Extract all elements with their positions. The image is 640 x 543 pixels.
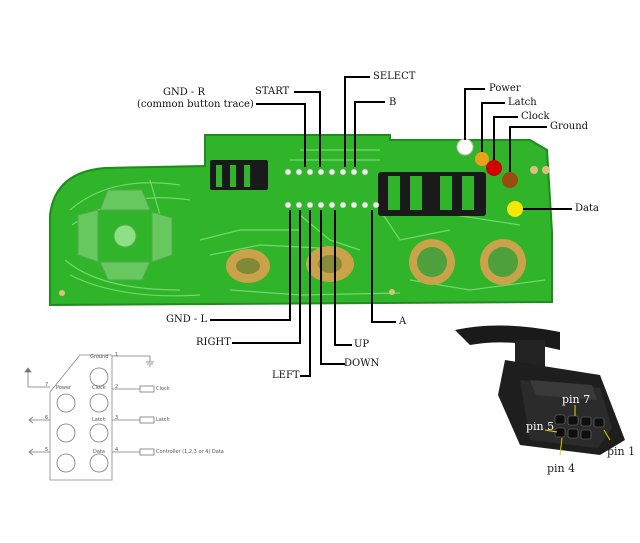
schem-ground-label: Ground <box>90 354 109 360</box>
power-wire-dot <box>456 138 474 156</box>
right-label: RIGHT <box>196 337 231 348</box>
schem-power-label: Power <box>56 385 72 391</box>
schem-latch-label: Latch <box>92 417 106 423</box>
select-start-contacts <box>210 160 268 190</box>
a-label: A <box>399 316 407 327</box>
connector-pin4-label: pin 4 <box>547 462 576 475</box>
gnd-r-sublabel: (common button trace) <box>137 99 254 110</box>
data-wire-dot <box>507 201 523 217</box>
down-label: DOWN <box>344 358 380 369</box>
left-label: LEFT <box>272 370 300 381</box>
connector-pin1-label: pin 1 <box>607 445 636 458</box>
schem-pin-1: 1 <box>115 352 119 358</box>
schem-clock-out: Clock <box>156 386 170 392</box>
ground-wire-dot <box>502 172 518 188</box>
latch-label: Latch <box>508 97 537 108</box>
up-label: UP <box>354 339 370 350</box>
header-top <box>284 168 369 176</box>
schem-pin-2: 2 <box>115 384 119 390</box>
clock-wire-dot <box>486 160 502 176</box>
copper-pads <box>226 239 526 285</box>
latch-wire-dot <box>475 152 489 166</box>
gnd-l-label: GND - L <box>166 314 208 325</box>
schem-data-label: Data <box>93 449 105 455</box>
ground-label: Ground <box>550 121 589 132</box>
schem-clock-label: Clock <box>92 385 106 391</box>
start-label: START <box>255 86 290 97</box>
connector-plug <box>455 325 625 456</box>
clock-label: Clock <box>521 111 550 122</box>
schem-pin-6: 6 <box>45 415 49 421</box>
power-label: Power <box>489 83 521 94</box>
leader-lines <box>210 76 572 377</box>
header-bottom <box>284 201 380 209</box>
gnd-r-label: GND - R <box>163 87 206 98</box>
schem-pin-3: 3 <box>115 415 119 421</box>
schem-pin-7: 7 <box>45 382 49 388</box>
connector-pin7-label: pin 7 <box>562 393 591 406</box>
connector-pin5-label: pin 5 <box>526 420 555 433</box>
data-label: Data <box>575 203 599 214</box>
schem-pin-5: 5 <box>45 447 49 453</box>
ab-contacts <box>378 172 486 216</box>
b-label: B <box>389 97 397 108</box>
select-label: SELECT <box>373 71 416 82</box>
schematic <box>24 354 155 481</box>
dpad-pads <box>77 189 173 281</box>
schem-pin-4: 4 <box>115 447 119 453</box>
schem-data-out: Controller (1,2,3 or 4) Data <box>156 449 224 455</box>
schem-latch-out: Latch <box>156 417 170 423</box>
